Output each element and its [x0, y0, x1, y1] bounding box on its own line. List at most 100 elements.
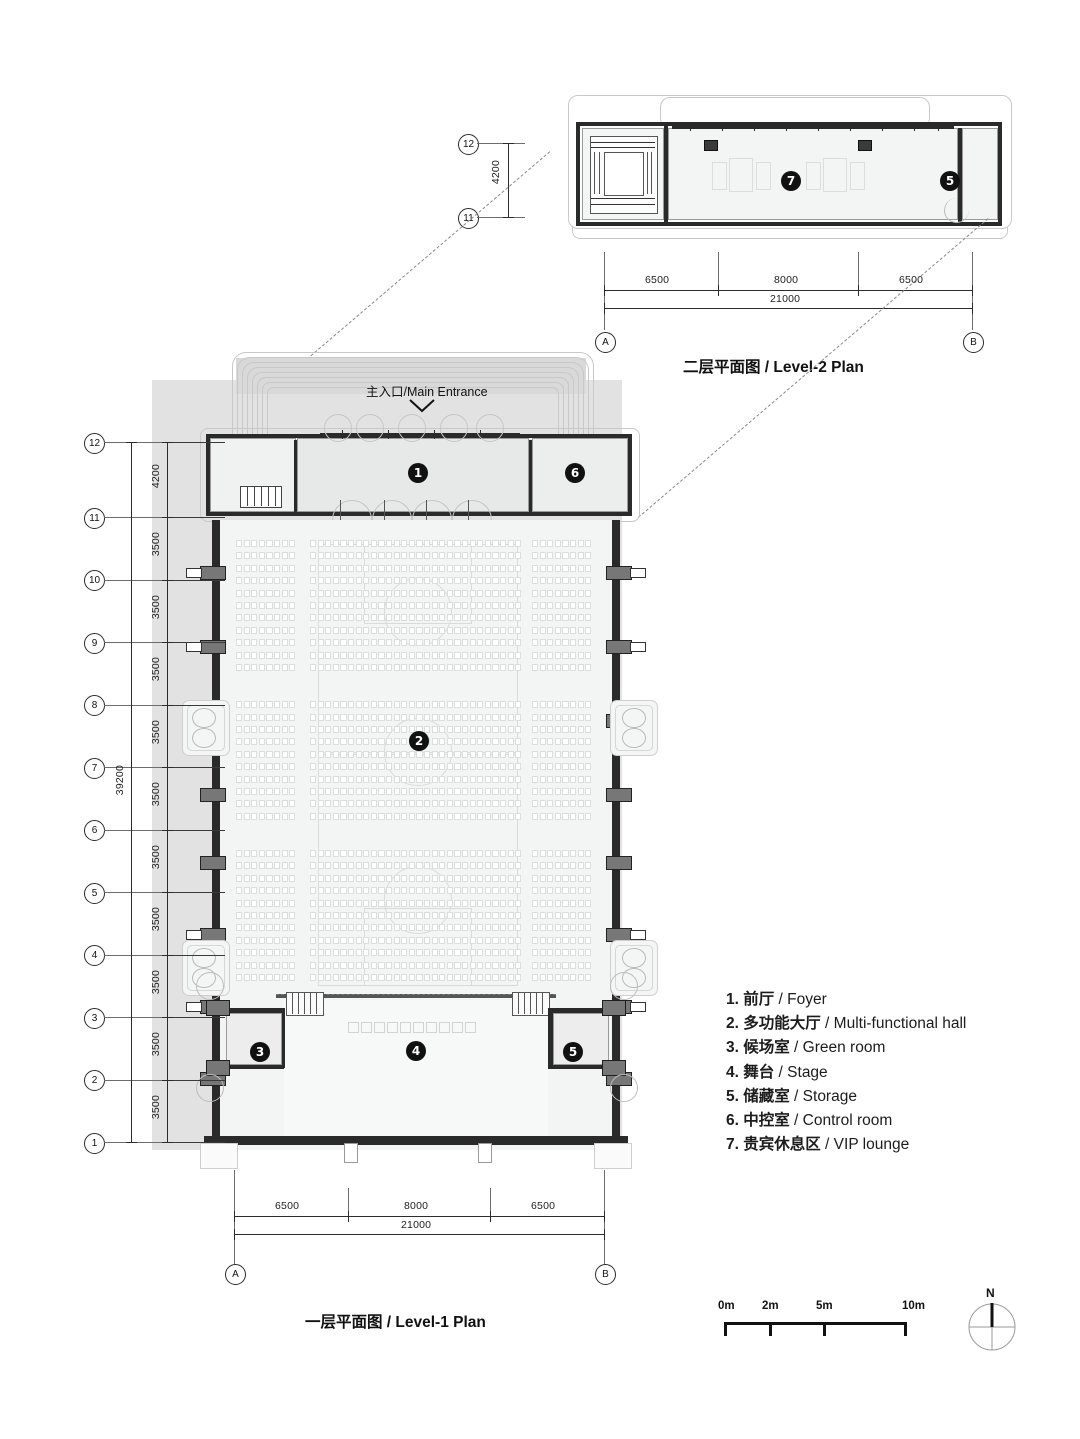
hall-seat [355, 713, 362, 721]
legend-item-label-cn: 储藏室 [743, 1087, 790, 1105]
hall-seat [454, 614, 461, 622]
hall-seat [532, 788, 539, 795]
grid-leader-line [104, 1017, 184, 1018]
hall-seat [570, 775, 577, 783]
hall-seat [332, 577, 339, 585]
hall-seat [507, 651, 514, 659]
hall-seat [401, 713, 408, 721]
hall-seat [539, 800, 546, 808]
hall-seat [439, 874, 446, 882]
hall-seat [310, 626, 317, 634]
hall-seat [547, 564, 554, 572]
hall-seat [332, 738, 339, 746]
grid-bubble-6-level1: 6 [84, 820, 105, 841]
dimension-tick [162, 892, 173, 893]
hall-wall-bottom [204, 1136, 628, 1145]
hall-seat [539, 924, 546, 932]
hall-seat [439, 887, 446, 895]
hall-seat [408, 639, 415, 647]
hall-seat [370, 738, 377, 746]
hall-seat [477, 912, 484, 919]
hall-seat [577, 626, 584, 634]
hall-seat [416, 552, 423, 560]
hall-seat [484, 912, 491, 919]
hall-seat [236, 726, 243, 733]
hall-seat [477, 713, 484, 721]
hall-seat [310, 701, 317, 709]
hall-seat [477, 540, 484, 547]
hall-seat [325, 651, 332, 659]
hall-seat [325, 912, 332, 919]
hall-seat [585, 726, 592, 733]
grid-bubble-4-level1: 4 [84, 945, 105, 966]
hall-seat [258, 602, 265, 609]
hall-seat [332, 874, 339, 882]
hall-seat [393, 602, 400, 609]
hall-seat [554, 540, 561, 547]
hall-seat [539, 564, 546, 572]
hall-seat [340, 713, 347, 721]
hall-seat [570, 626, 577, 634]
hall-seat [393, 577, 400, 585]
hall-seat [355, 949, 362, 957]
hall-seat [378, 887, 385, 895]
legend-item-label-en: Stage [787, 1063, 828, 1081]
hall-seat [500, 949, 507, 957]
hall-seat [348, 626, 355, 634]
hall-seat [310, 750, 317, 758]
hall-seat [378, 961, 385, 969]
hall-seat [562, 887, 569, 895]
hall-seat [243, 614, 250, 622]
hall-seat [243, 775, 250, 783]
hall-seat [266, 540, 273, 547]
hall-seat [401, 651, 408, 659]
hall-seat [507, 626, 514, 634]
hall-seat [378, 949, 385, 957]
hall-seat [348, 788, 355, 795]
hall-seat [236, 974, 243, 981]
hall-seat [439, 564, 446, 572]
legend-item-label-en: VIP lounge [833, 1136, 910, 1154]
hall-seat [281, 540, 288, 547]
legend-item-7: 7. 贵宾休息区 / VIP lounge [726, 1133, 966, 1157]
hall-seat [408, 626, 415, 634]
hall-seat [258, 577, 265, 585]
stage-lighting-row [348, 1022, 480, 1033]
hall-seat [554, 626, 561, 634]
hall-seat [317, 564, 324, 572]
hall-seat [562, 874, 569, 882]
hall-seat [500, 961, 507, 969]
hall-seat [416, 701, 423, 709]
hall-seat [386, 874, 393, 882]
hall-seat [570, 763, 577, 771]
hall-seat [258, 726, 265, 733]
hall-seat [355, 763, 362, 771]
legend-item-separator: / [774, 991, 788, 1008]
hall-seat [431, 738, 438, 746]
hall-seat [547, 738, 554, 746]
hall-seat [484, 850, 491, 857]
hall-seat [401, 949, 408, 957]
hall-seat [310, 614, 317, 622]
hall-seat [243, 899, 250, 907]
hall-seat [446, 589, 453, 597]
hall-seat [332, 936, 339, 944]
hall-seat [251, 602, 258, 609]
hall-seat [446, 552, 453, 560]
hall-seat [477, 874, 484, 882]
hall-seat [454, 874, 461, 882]
hall-seat [386, 540, 393, 547]
hall-seat [492, 713, 499, 721]
hall-seat [446, 540, 453, 547]
hall-seat [401, 626, 408, 634]
hall-seat [554, 664, 561, 671]
hall-seat [408, 800, 415, 808]
main-entrance-label: 主入口/Main Entrance [366, 385, 488, 399]
hall-seat [570, 639, 577, 647]
hall-seat [539, 862, 546, 870]
grid-bubble-11-level1: 11 [84, 507, 105, 529]
hall-seat [484, 602, 491, 609]
hall-seat [243, 924, 250, 932]
hall-seat [577, 874, 584, 882]
